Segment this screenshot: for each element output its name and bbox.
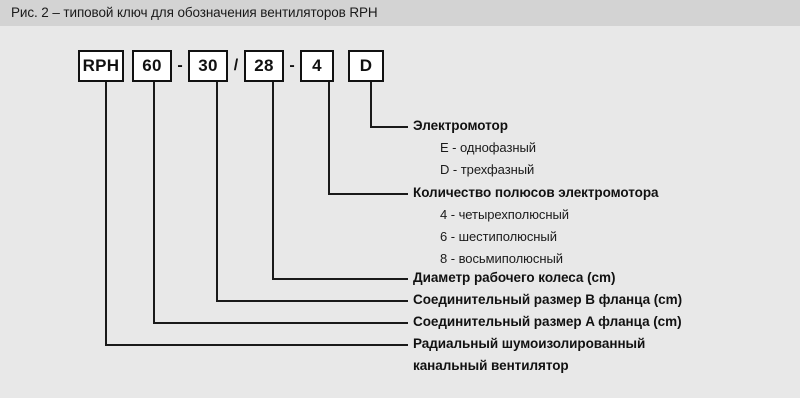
legend-option-motor-pole-count: 4 - четырехполюсный	[440, 207, 569, 222]
legend-title-flange-a-size: Соединительный размер A фланца (cm)	[413, 314, 682, 329]
connector-horizontal-impeller-diameter	[272, 278, 408, 280]
legend-option-motor-pole-count: 6 - шестиполюсный	[440, 229, 557, 244]
figure-container: Рис. 2 – типовой ключ для обозначения ве…	[0, 0, 800, 398]
legend-title-fan-type: Радиальный шумоизолированный	[413, 336, 646, 351]
connector-horizontal-motor-pole-count	[328, 193, 408, 195]
connector-horizontal-flange-a-size	[153, 322, 408, 324]
connector-vertical-flange-a-size	[153, 82, 155, 322]
code-segment-box: 60	[132, 50, 172, 82]
code-segment-box: D	[348, 50, 384, 82]
code-segment-box: 30	[188, 50, 228, 82]
legend-title-impeller-diameter: Диаметр рабочего колеса (cm)	[413, 270, 616, 285]
code-segment-box: 4	[300, 50, 334, 82]
legend-option-motor-pole-count: 8 - восьмиполюсный	[440, 251, 563, 266]
connector-horizontal-flange-b-size	[216, 300, 408, 302]
connector-horizontal-fan-type	[105, 344, 408, 346]
bottom-white-strip	[0, 398, 800, 407]
connector-vertical-impeller-diameter	[272, 82, 274, 278]
code-segment-separator: -	[289, 57, 295, 74]
connector-vertical-electric-motor	[370, 82, 372, 126]
figure-caption-text: Рис. 2 – типовой ключ для обозначения ве…	[11, 5, 378, 20]
code-segment-separator: -	[177, 57, 183, 74]
legend-option-electric-motor: D - трехфазный	[440, 162, 535, 177]
connector-vertical-flange-b-size	[216, 82, 218, 300]
legend-title-flange-b-size: Соединительный размер B фланца (cm)	[413, 292, 683, 307]
code-segment-separator: /	[233, 57, 239, 74]
connector-horizontal-electric-motor	[370, 126, 408, 128]
code-segment-box: RPH	[78, 50, 124, 82]
legend-title-motor-pole-count: Количество полюсов электромотора	[413, 185, 659, 200]
connector-vertical-motor-pole-count	[328, 82, 330, 193]
legend-title-electric-motor: Электромотор	[413, 118, 508, 133]
legend-option-electric-motor: E - однофазный	[440, 140, 536, 155]
legend-title-line2-fan-type: канальный вентилятор	[413, 358, 569, 373]
connector-vertical-fan-type	[105, 82, 107, 344]
figure-caption-bar: Рис. 2 – типовой ключ для обозначения ве…	[0, 0, 800, 26]
code-segment-box: 28	[244, 50, 284, 82]
